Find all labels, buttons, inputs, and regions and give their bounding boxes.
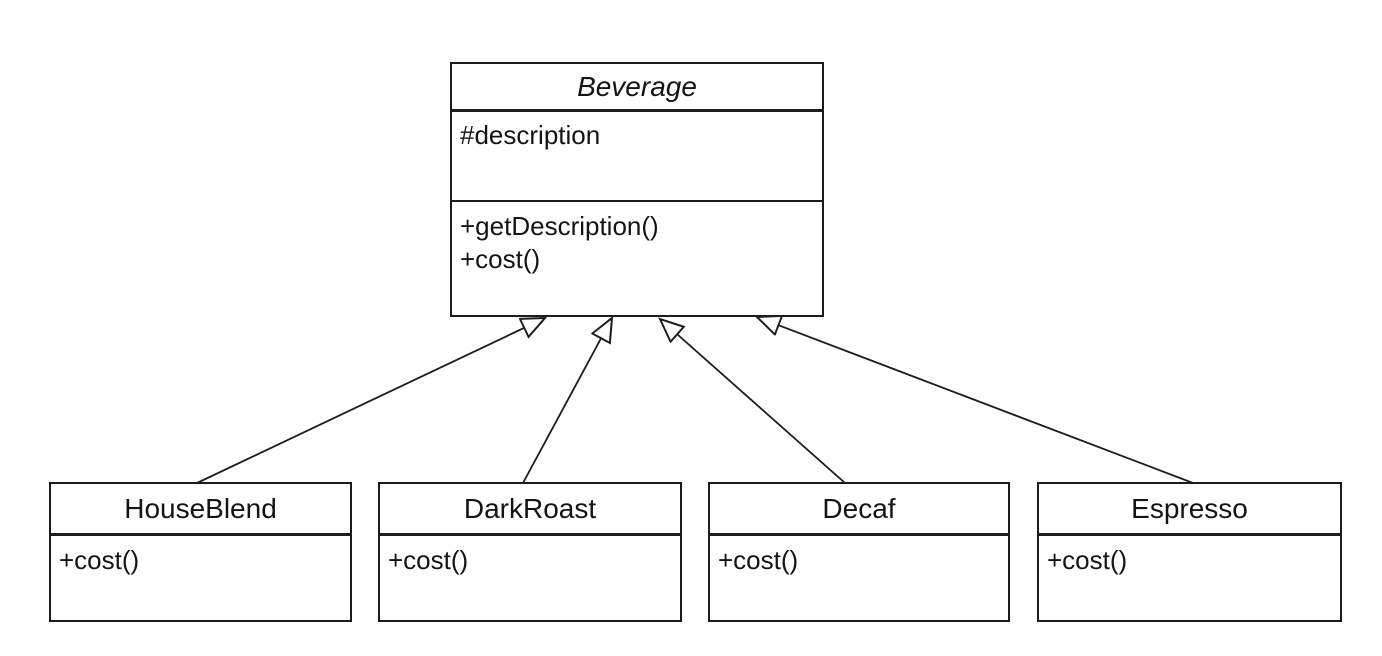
method: +getDescription(): [460, 211, 659, 241]
class-methods: +cost(): [710, 536, 1008, 620]
class-name: DarkRoast: [380, 484, 680, 536]
generalization-arrow-houseblend: [196, 318, 545, 484]
class-box-darkroast: DarkRoast +cost(): [378, 482, 682, 622]
class-methods: +cost(): [1039, 536, 1340, 620]
class-name: Decaf: [710, 484, 1008, 536]
class-methods: +getDescription() +cost(): [452, 202, 822, 315]
class-box-espresso: Espresso +cost(): [1037, 482, 1342, 622]
class-attributes: #description: [452, 112, 822, 202]
method: +cost(): [718, 545, 799, 575]
attribute: #description: [460, 120, 601, 150]
class-box-houseblend: HouseBlend +cost(): [49, 482, 352, 622]
class-box-decaf: Decaf +cost(): [708, 482, 1010, 622]
generalization-arrow-decaf: [660, 319, 846, 484]
class-methods: +cost(): [51, 536, 350, 620]
class-methods: +cost(): [380, 536, 680, 620]
method: +cost(): [388, 545, 469, 575]
method: +cost(): [1047, 545, 1128, 575]
class-name: Espresso: [1039, 484, 1340, 536]
class-name: Beverage: [452, 64, 822, 112]
class-box-beverage: Beverage #description +getDescription() …: [450, 62, 824, 317]
generalization-arrow-darkroast: [522, 318, 612, 484]
method: +cost(): [460, 244, 541, 274]
class-name: HouseBlend: [51, 484, 350, 536]
method: +cost(): [59, 545, 140, 575]
generalization-arrow-espresso: [757, 317, 1194, 484]
